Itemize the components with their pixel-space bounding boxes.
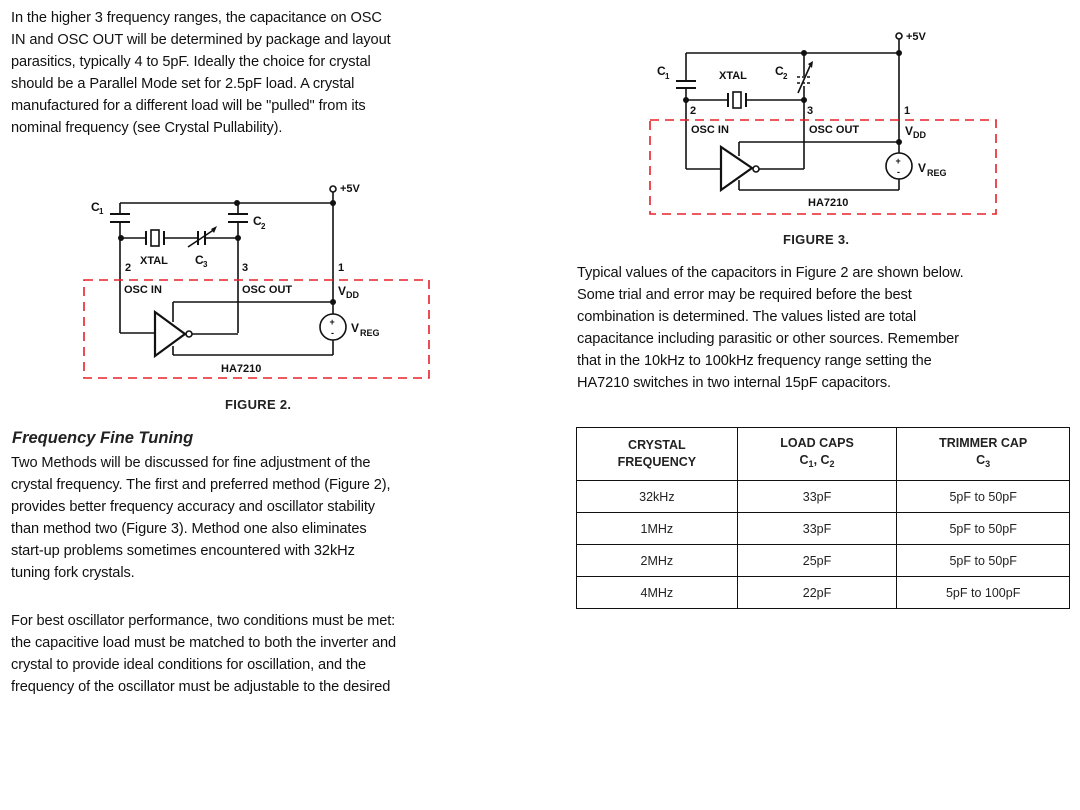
c2-label: C xyxy=(253,214,262,228)
c1-label: C xyxy=(657,64,666,78)
pin-3-label: 3 xyxy=(242,262,248,274)
cell-frequency: 4MHz xyxy=(576,576,738,609)
table-header-row: CRYSTAL FREQUENCY LOAD CAPS C1, C2 TRIMM… xyxy=(576,427,1070,481)
c1-label: C xyxy=(91,200,100,214)
pin-3-label: 3 xyxy=(807,105,813,117)
text-line: frequency of the oscillator must be adju… xyxy=(11,679,391,695)
minus-sign: - xyxy=(897,167,900,177)
text-line: start-up problems sometimes encountered … xyxy=(11,543,355,559)
table-row: 4MHz 22pF 5pF to 100pF xyxy=(576,576,1070,609)
text-line: the capacitive load must be matched to b… xyxy=(11,635,397,651)
xtal-label: XTAL xyxy=(140,255,168,267)
text-line: tuning fork crystals. xyxy=(11,565,135,581)
header-subscript: 2 xyxy=(829,459,835,469)
cell-frequency: 1MHz xyxy=(576,512,738,545)
text-line: crystal to provide ideal conditions for … xyxy=(11,657,366,673)
table-row: 1MHz 33pF 5pF to 50pF xyxy=(576,512,1070,545)
chip-label: HA7210 xyxy=(808,197,848,209)
pin-1-label: 1 xyxy=(904,105,910,117)
cell-trimmer-cap: 5pF to 50pF xyxy=(896,544,1070,577)
text-line: Typical values of the capacitors in Figu… xyxy=(577,265,964,281)
text-line: IN and OSC OUT will be determined by pac… xyxy=(11,32,391,48)
text-line: nominal frequency (see Crystal Pullabili… xyxy=(11,120,283,136)
header-line: CRYSTAL xyxy=(628,438,686,452)
header-line: C xyxy=(799,453,809,467)
text-line: crystal frequency. The first and preferr… xyxy=(11,477,391,493)
header-line: FREQUENCY xyxy=(617,455,697,469)
figure-3-caption: FIGURE 3. xyxy=(783,232,850,247)
text-line: parasitics, typically 4 to 5pF. Ideally … xyxy=(11,54,371,70)
plus-sign: + xyxy=(896,156,901,166)
osc-in-label: OSC IN xyxy=(124,284,162,296)
supply-label: +5V xyxy=(906,31,927,43)
header-crystal-frequency: CRYSTAL FREQUENCY xyxy=(576,427,738,481)
pin-2-label: 2 xyxy=(125,262,131,274)
vreg-label: V xyxy=(351,321,359,335)
text-line: For best oscillator performance, two con… xyxy=(11,613,396,629)
text-line: capacitance including parasitic or other… xyxy=(577,331,959,347)
section-heading: Frequency Fine Tuning xyxy=(12,429,194,447)
plus-sign: + xyxy=(330,317,335,327)
vdd-subscript: DD xyxy=(913,130,926,140)
header-line: , C xyxy=(813,453,830,467)
chip-label: HA7210 xyxy=(221,363,261,375)
methods-paragraph: Two Methods will be discussed for fine a… xyxy=(11,452,391,584)
c2-label: C xyxy=(775,64,784,78)
cell-load-caps: 33pF xyxy=(736,480,898,513)
text-line: Some trial and error may be required bef… xyxy=(577,287,912,303)
c1-subscript: 1 xyxy=(665,72,670,81)
c3-label: C xyxy=(195,253,204,267)
text-line: HA7210 switches in two internal 15pF cap… xyxy=(577,375,891,391)
vreg-subscript: REG xyxy=(360,328,380,338)
header-trimmer-cap: TRIMMER CAP C3 xyxy=(896,427,1070,481)
vreg-label: V xyxy=(918,161,926,175)
cell-load-caps: 25pF xyxy=(736,544,898,577)
intro-paragraph: In the higher 3 frequency ranges, the ca… xyxy=(11,7,391,139)
cell-load-caps: 33pF xyxy=(736,512,898,545)
figure-2-caption: FIGURE 2. xyxy=(225,397,292,412)
cell-trimmer-cap: 5pF to 100pF xyxy=(896,576,1070,609)
c2-subscript: 2 xyxy=(261,222,266,231)
text-line: should be a Parallel Mode set for 2.5pF … xyxy=(11,76,355,92)
osc-out-label: OSC OUT xyxy=(809,124,859,136)
header-line: LOAD CAPS xyxy=(780,436,854,450)
osc-in-label: OSC IN xyxy=(691,124,729,136)
text-line: combination is determined. The values li… xyxy=(577,309,917,325)
table-row: 2MHz 25pF 5pF to 50pF xyxy=(576,544,1070,577)
header-subscript: 1 xyxy=(808,459,814,469)
vdd-subscript: DD xyxy=(346,290,359,300)
xtal-label: XTAL xyxy=(719,70,747,82)
vdd-label: V xyxy=(905,124,913,138)
supply-label: +5V xyxy=(340,183,361,195)
text-line: Two Methods will be discussed for fine a… xyxy=(11,455,371,471)
cell-load-caps: 22pF xyxy=(736,576,898,609)
text-line: than method two (Figure 3). Method one a… xyxy=(11,521,367,537)
c1-subscript: 1 xyxy=(99,207,104,216)
performance-paragraph: For best oscillator performance, two con… xyxy=(11,610,396,698)
table-row: 32kHz 33pF 5pF to 50pF xyxy=(576,480,1070,513)
header-load-caps: LOAD CAPS C1, C2 xyxy=(736,427,898,481)
header-line: TRIMMER CAP xyxy=(939,436,1028,450)
header-subscript: 3 xyxy=(985,459,991,469)
cell-trimmer-cap: 5pF to 50pF xyxy=(896,480,1070,513)
cell-frequency: 2MHz xyxy=(576,544,738,577)
vreg-subscript: REG xyxy=(927,168,947,178)
osc-out-label: OSC OUT xyxy=(242,284,292,296)
cell-frequency: 32kHz xyxy=(576,480,738,513)
c3-subscript: 3 xyxy=(203,260,208,269)
values-paragraph: Typical values of the capacitors in Figu… xyxy=(577,262,964,394)
text-line: manufactured for a different load will b… xyxy=(11,98,366,114)
text-line: provides better frequency accuracy and o… xyxy=(11,499,375,515)
text-line: In the higher 3 frequency ranges, the ca… xyxy=(11,10,382,26)
pin-1-label: 1 xyxy=(338,262,344,274)
header-line: C xyxy=(976,453,986,467)
vdd-label: V xyxy=(338,284,346,298)
minus-sign: - xyxy=(331,328,334,338)
capacitor-values-table: CRYSTAL FREQUENCY LOAD CAPS C1, C2 TRIMM… xyxy=(576,427,1070,609)
cell-trimmer-cap: 5pF to 50pF xyxy=(896,512,1070,545)
c2-subscript: 2 xyxy=(783,72,788,81)
pin-2-label: 2 xyxy=(690,105,696,117)
text-line: that in the 10kHz to 100kHz frequency ra… xyxy=(577,353,932,369)
